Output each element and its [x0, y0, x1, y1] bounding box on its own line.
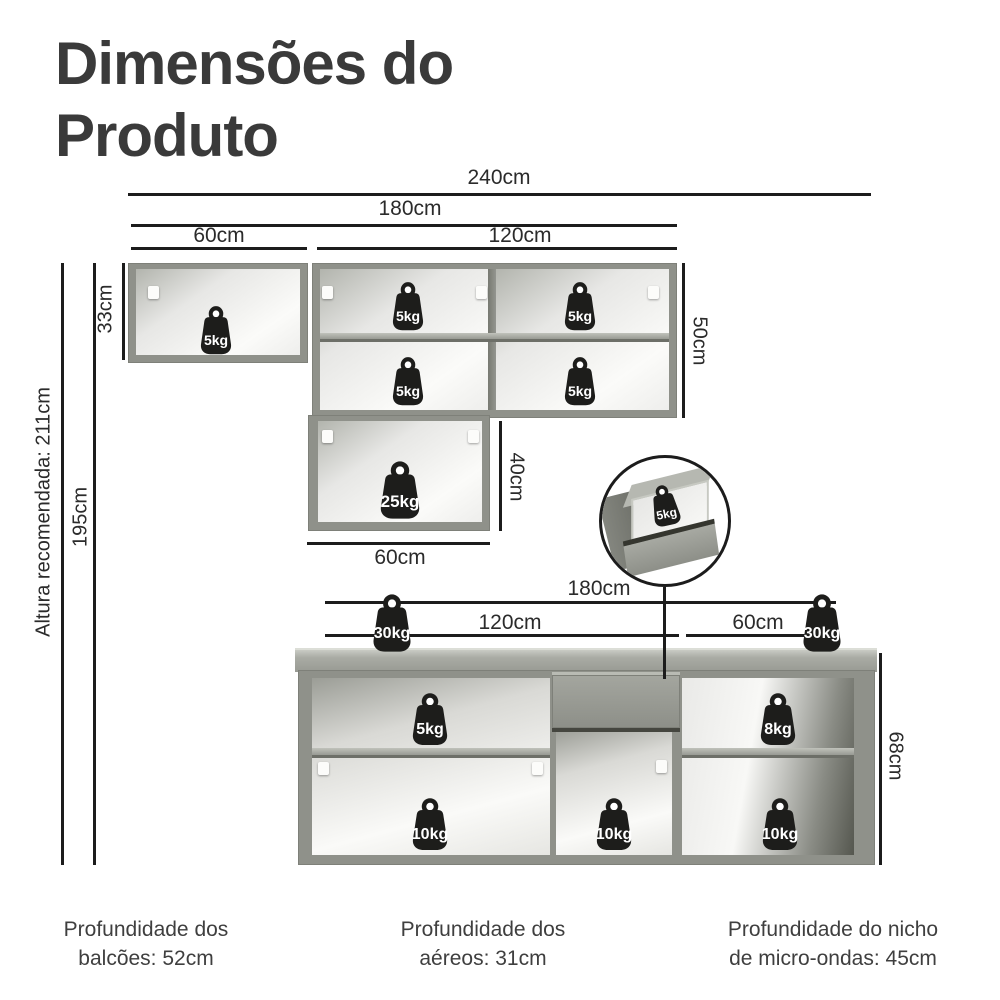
dimension-line-33cm — [122, 263, 125, 360]
weight-badge-lower-left-top: 5kg — [405, 692, 455, 748]
weight-badge-drawer: 5kg — [642, 481, 688, 532]
dimension-line-60cm-mid — [307, 542, 490, 545]
dimension-label-240cm: 240cm — [467, 166, 531, 189]
shelf-pin — [532, 762, 543, 775]
dimension-line-180cm-top — [131, 224, 677, 227]
shelf-pin — [468, 430, 479, 443]
shelf-pin — [656, 760, 667, 773]
weight-icon — [564, 357, 596, 406]
weight-icon — [803, 594, 841, 652]
lower-right-shelf — [682, 748, 854, 758]
dimension-line-68cm — [879, 653, 882, 865]
weight-badge-25kg: 25kg — [372, 460, 428, 522]
caption-wall-depth: Profundidade dos aéreos: 31cm — [343, 916, 623, 974]
dimension-label-180cm-bottom: 180cm — [567, 577, 631, 600]
dimension-label-33cm: 33cm — [94, 284, 117, 334]
weight-badge-30kg-left: 30kg — [365, 593, 419, 655]
dimension-label-68cm: 68cm — [884, 731, 907, 781]
caption-line: Profundidade dos — [400, 918, 566, 941]
weight-icon — [392, 357, 424, 406]
dimension-label-120cm-top: 120cm — [488, 224, 552, 247]
weight-badge-lower-right-bottom: 10kg — [755, 797, 805, 853]
weight-badge-lower-middle: 10kg — [589, 797, 639, 853]
dimension-line-211cm — [61, 263, 64, 865]
weight-icon — [373, 594, 411, 652]
caption-line: Profundidade dos — [63, 918, 229, 941]
drawer-front — [552, 672, 680, 732]
upper-mid-shelf — [320, 333, 669, 342]
weight-label: 5kg — [567, 383, 593, 400]
weight-badge-upper-mid-tr: 5kg — [558, 281, 602, 333]
shelf-pin — [148, 286, 159, 299]
shelf-pin — [322, 286, 333, 299]
weight-label: 5kg — [395, 383, 421, 400]
dimension-label-60cm-mid: 60cm — [374, 546, 426, 569]
dimension-line-180cm-bottom — [325, 601, 836, 604]
dimension-line-120cm-top — [317, 247, 677, 250]
weight-icon — [412, 798, 448, 850]
inset-pointer-line — [663, 587, 666, 679]
drawer-detail-inset: 5kg — [599, 455, 731, 587]
weight-badge-upper-mid-br: 5kg — [558, 356, 602, 408]
weight-label: 10kg — [761, 826, 799, 844]
page-title-line1: Dimensões do — [55, 30, 454, 97]
weight-label: 10kg — [411, 826, 449, 844]
weight-label: 5kg — [567, 308, 593, 325]
caption-line: balcões: 52cm — [78, 946, 214, 970]
weight-icon — [760, 693, 796, 745]
dimension-line-120cm-bottom — [325, 634, 679, 637]
weight-badge-30kg-right: 30kg — [795, 593, 849, 655]
dimension-label-180cm-top: 180cm — [378, 197, 442, 220]
weight-label: 5kg — [416, 721, 444, 739]
dimension-line-195cm — [93, 263, 96, 865]
dimension-label-50cm: 50cm — [688, 316, 711, 366]
lower-left-shelf — [312, 748, 550, 758]
dimension-label-195cm: 195cm — [69, 486, 92, 548]
shelf-pin — [318, 762, 329, 775]
shelf-pin — [648, 286, 659, 299]
page-title-line2: Produto — [55, 102, 279, 169]
dimension-label-120cm-bottom: 120cm — [478, 611, 542, 634]
caption-line: de micro-ondas: 45cm — [729, 946, 937, 970]
caption-microwave-depth: Profundidade do nicho de micro-ondas: 45c… — [663, 916, 1000, 974]
countertop — [295, 648, 877, 672]
weight-badge-upper-mid-tl: 5kg — [386, 281, 430, 333]
dimension-line-40cm — [499, 421, 502, 531]
weight-icon — [380, 461, 420, 519]
weight-badge-lower-left-bottom: 10kg — [405, 797, 455, 853]
dimension-label-211cm: Altura recomendada: 211cm — [32, 387, 55, 637]
dimension-label-60cm-top: 60cm — [193, 224, 245, 247]
weight-icon — [596, 798, 632, 850]
caption-line: aéreos: 31cm — [419, 946, 547, 970]
dimension-line-60cm-top — [131, 247, 307, 250]
weight-label: 30kg — [373, 625, 411, 643]
shelf-pin — [476, 286, 487, 299]
weight-icon — [564, 282, 596, 331]
weight-icon — [762, 798, 798, 850]
weight-icon — [412, 693, 448, 745]
weight-icon — [200, 306, 232, 355]
weight-label: 30kg — [803, 625, 841, 643]
weight-label: 5kg — [203, 332, 229, 349]
weight-badge-upper-left: 5kg — [194, 305, 238, 357]
shelf-pin — [322, 430, 333, 443]
weight-icon — [653, 485, 681, 527]
weight-badge-upper-mid-bl: 5kg — [386, 356, 430, 408]
dimension-label-60cm-bottom: 60cm — [732, 611, 784, 634]
weight-label: 10kg — [595, 826, 633, 844]
weight-badge-lower-right-top: 8kg — [753, 692, 803, 748]
weight-label: 8kg — [764, 721, 792, 739]
weight-label: 5kg — [395, 308, 421, 325]
caption-counter-depth: Profundidade dos balcões: 52cm — [6, 916, 286, 974]
dimension-line-240cm — [128, 193, 871, 196]
dimension-line-50cm — [682, 263, 685, 418]
dimension-line-60cm-bottom — [686, 634, 836, 637]
caption-line: Profundidade do nicho — [727, 918, 939, 941]
weight-icon — [392, 282, 424, 331]
weight-label: 25kg — [380, 492, 420, 512]
dimension-label-40cm: 40cm — [505, 452, 528, 502]
